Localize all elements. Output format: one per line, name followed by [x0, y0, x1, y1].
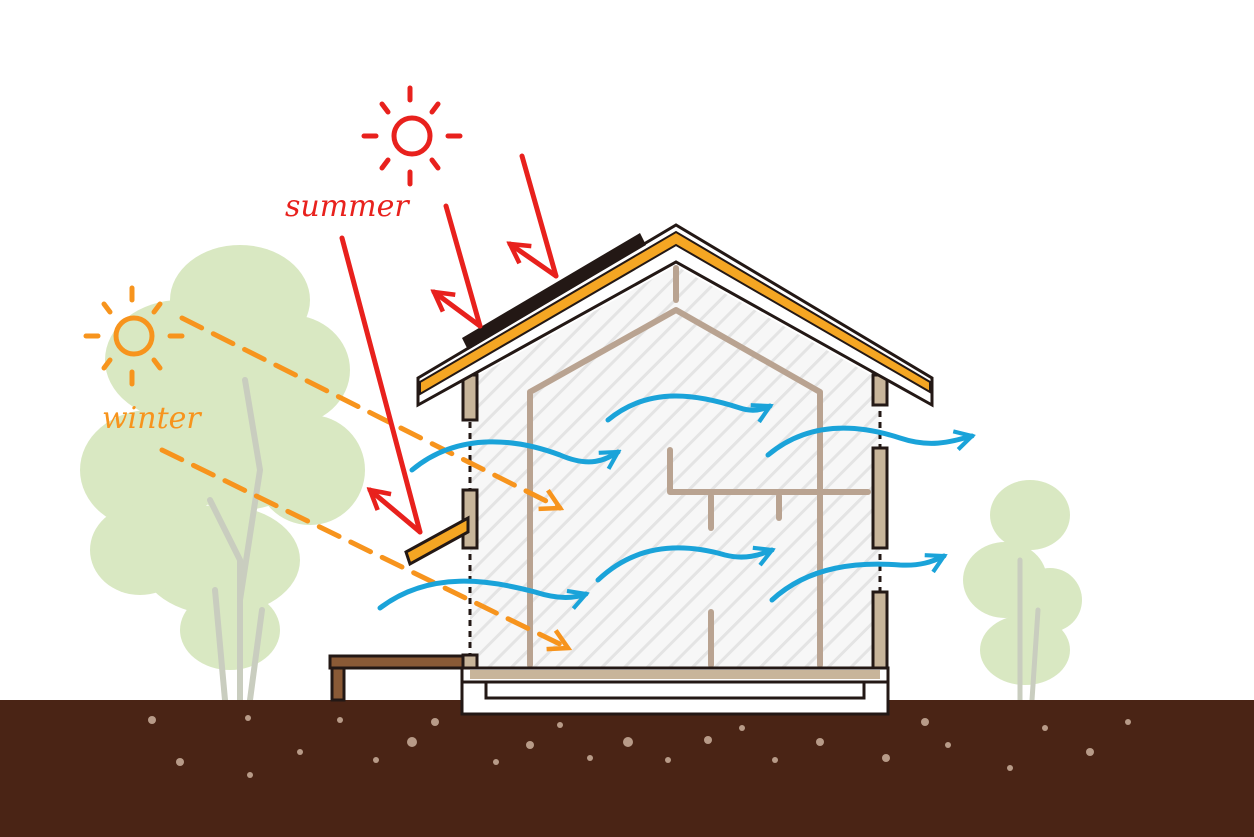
summer-sun-icon: [361, 85, 463, 187]
winter-sun-icon: [83, 285, 185, 387]
summer-label: summer: [285, 189, 410, 224]
winter-sun-rays: [159, 315, 568, 648]
house-cross-section: [404, 223, 934, 716]
tree-left: [80, 245, 365, 703]
winter-label: winter: [102, 401, 202, 436]
tree-right: [963, 480, 1082, 703]
soil-ground: [0, 700, 1254, 837]
airflow-arrows: [377, 393, 972, 611]
summer-sun-rays: [339, 153, 559, 535]
wooden-deck: [328, 654, 472, 702]
